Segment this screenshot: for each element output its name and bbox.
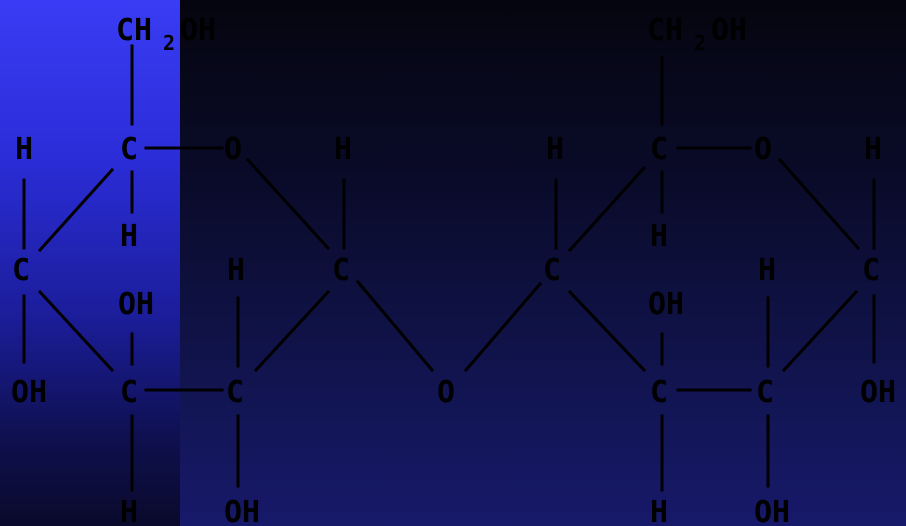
atom-h: H <box>120 219 138 254</box>
atom-oh: OH <box>118 287 154 322</box>
bond <box>37 289 115 373</box>
atom-c: C <box>120 375 138 410</box>
atom-o: O <box>754 132 772 167</box>
bond <box>567 165 647 253</box>
atom-o: O <box>224 132 242 167</box>
ch2oh-left-sub: 2 <box>163 31 175 55</box>
atom-labels: CH 2 OH CH 2 OH H C O H H C O H C H C H … <box>11 13 896 526</box>
left-highlight-panel <box>0 0 180 526</box>
bond <box>777 157 861 251</box>
atom-h: H <box>334 132 352 167</box>
bond <box>463 281 543 373</box>
atom-c: C <box>226 375 244 410</box>
atom-c: C <box>650 132 668 167</box>
atom-c: C <box>543 253 561 288</box>
ch2oh-right-ch: CH <box>647 13 683 48</box>
atom-o: O <box>437 375 455 410</box>
bond <box>253 289 331 373</box>
bond <box>245 157 331 251</box>
atom-h: H <box>758 253 776 288</box>
atom-oh: OH <box>754 495 790 526</box>
bond <box>37 167 115 253</box>
ch2oh-left-ch: CH <box>116 13 152 48</box>
atom-oh: OH <box>648 287 684 322</box>
atom-h: H <box>227 253 245 288</box>
atom-h: H <box>120 495 138 526</box>
bonds <box>22 44 876 492</box>
bond <box>567 289 647 373</box>
atom-oh: OH <box>11 375 47 410</box>
ch2oh-right-sub: 2 <box>694 31 706 55</box>
atom-h: H <box>650 495 668 526</box>
atom-h: H <box>15 132 33 167</box>
atom-c: C <box>650 375 668 410</box>
ch2oh-right-oh: OH <box>711 13 747 48</box>
bond <box>781 289 859 373</box>
atom-c: C <box>332 253 350 288</box>
atom-c: C <box>756 375 774 410</box>
bond <box>355 279 435 373</box>
atom-c: C <box>862 253 880 288</box>
atom-oh: OH <box>860 375 896 410</box>
atom-c: C <box>120 132 138 167</box>
ch2oh-left-oh: OH <box>180 13 216 48</box>
atom-h: H <box>650 219 668 254</box>
atom-h: H <box>864 132 882 167</box>
atom-c: C <box>12 253 30 288</box>
atom-oh: OH <box>224 495 260 526</box>
atom-h: H <box>546 132 564 167</box>
